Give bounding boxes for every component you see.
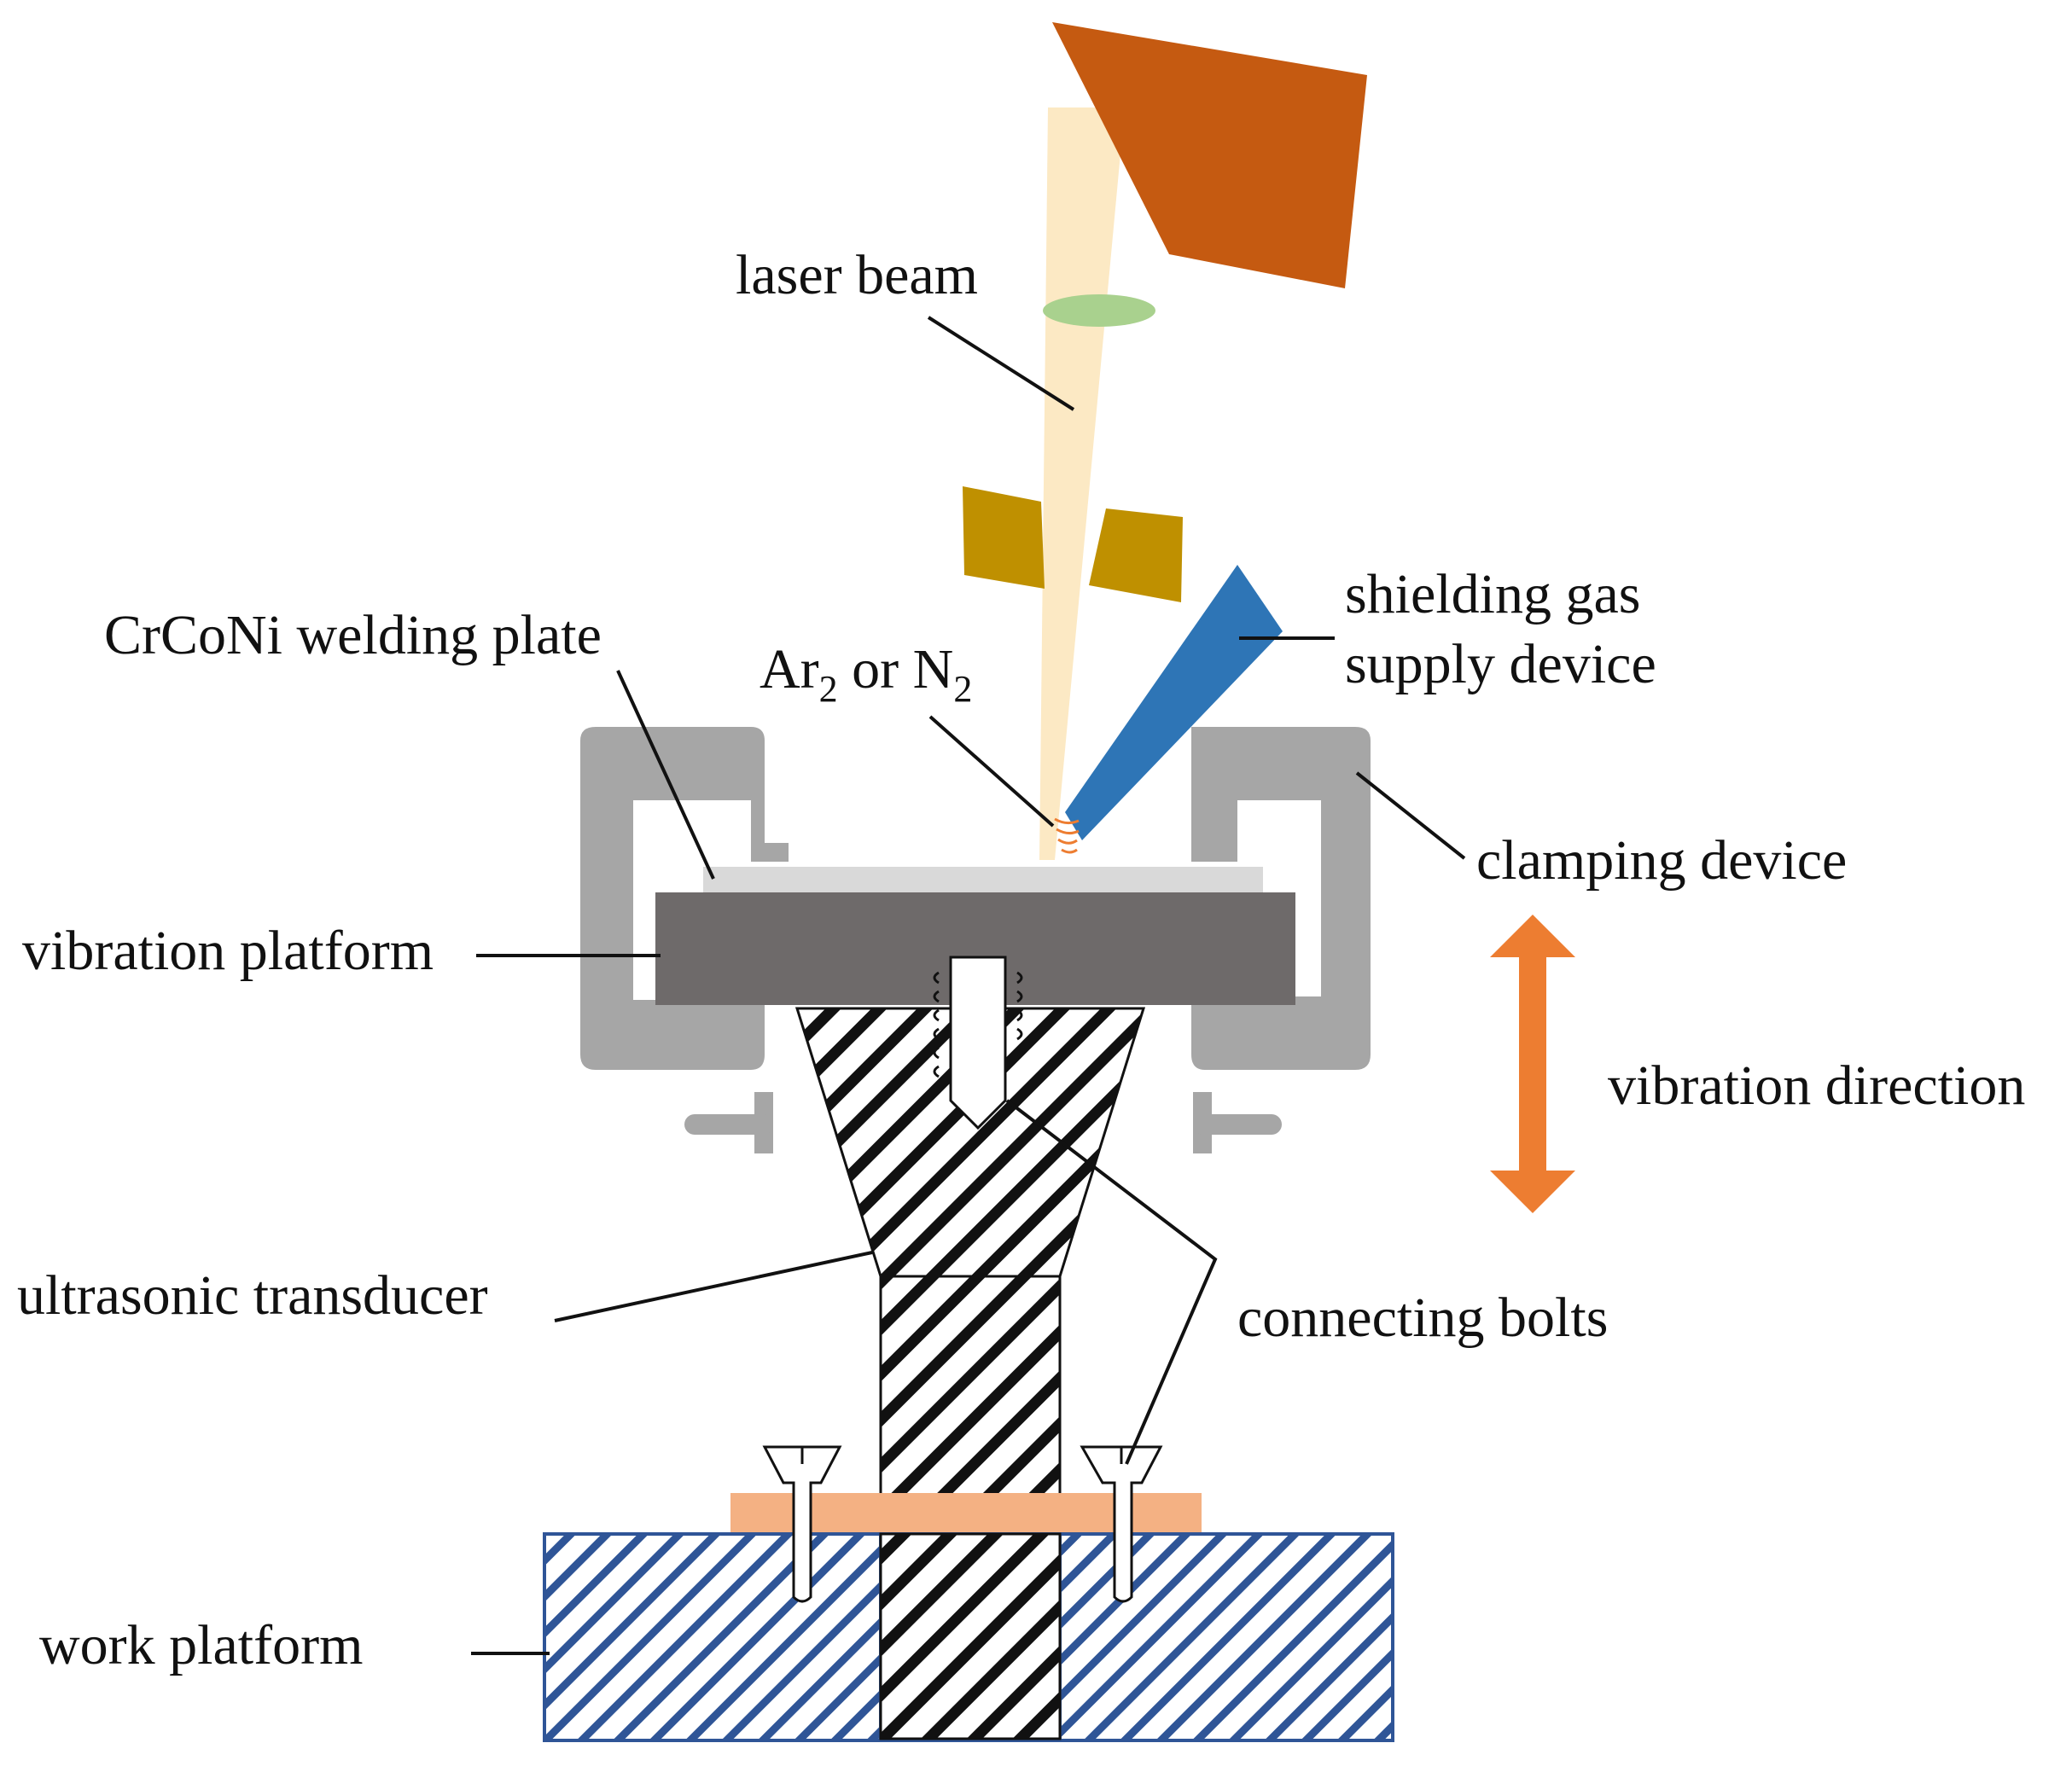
focusing-lens <box>1043 294 1155 327</box>
label-vibration-platform: vibration platform <box>22 920 434 982</box>
label-gas-sub1: 2 <box>819 668 838 710</box>
nozzle-left <box>963 486 1045 589</box>
label-welding-plate: CrCoNi welding plate <box>104 604 602 666</box>
leader-welding-plate <box>616 670 715 880</box>
label-gas: Ar2 or N2 <box>760 638 972 710</box>
vibration-direction-arrow <box>1490 915 1575 1213</box>
clamp-screw-right-icon <box>1193 1092 1282 1153</box>
leader-bolts <box>1005 1099 1218 1465</box>
label-gas-or: or N <box>838 638 954 700</box>
label-clamping-device: clamping device <box>1476 829 1847 892</box>
central-bolt <box>949 956 1007 1130</box>
gas-swirl-icon <box>1054 817 1080 854</box>
label-transducer: ultrasonic transducer <box>17 1264 488 1327</box>
label-gas-sub2: 2 <box>953 668 972 710</box>
nozzle-right <box>1089 508 1183 602</box>
shielding-gas-nozzle <box>1065 565 1283 840</box>
clamp-right <box>1191 727 1371 1070</box>
label-vibration-direction: vibration direction <box>1608 1054 2025 1117</box>
leader-laser-beam <box>927 316 1075 411</box>
leader-gas <box>928 715 1055 828</box>
welding-plate <box>703 867 1263 892</box>
laser-head <box>1052 22 1367 288</box>
label-gas-ar: Ar <box>760 638 819 700</box>
clamp-left <box>580 727 789 1070</box>
leader-clamping-device <box>1355 771 1466 860</box>
label-connecting-bolts: connecting bolts <box>1237 1287 1608 1349</box>
leader-transducer <box>554 1251 873 1322</box>
bolt-right-icon <box>1080 1445 1163 1603</box>
label-shielding-line1: shielding gas <box>1345 563 1640 625</box>
transducer-base <box>879 1532 1062 1740</box>
clamp-screw-left-icon <box>684 1092 773 1153</box>
label-laser-beam: laser beam <box>736 244 978 306</box>
label-shielding-line2: supply device <box>1345 633 1656 695</box>
label-work-platform: work platform <box>39 1614 363 1676</box>
bolt-thread-icon <box>933 971 1023 1078</box>
bolt-left-icon <box>762 1445 842 1603</box>
